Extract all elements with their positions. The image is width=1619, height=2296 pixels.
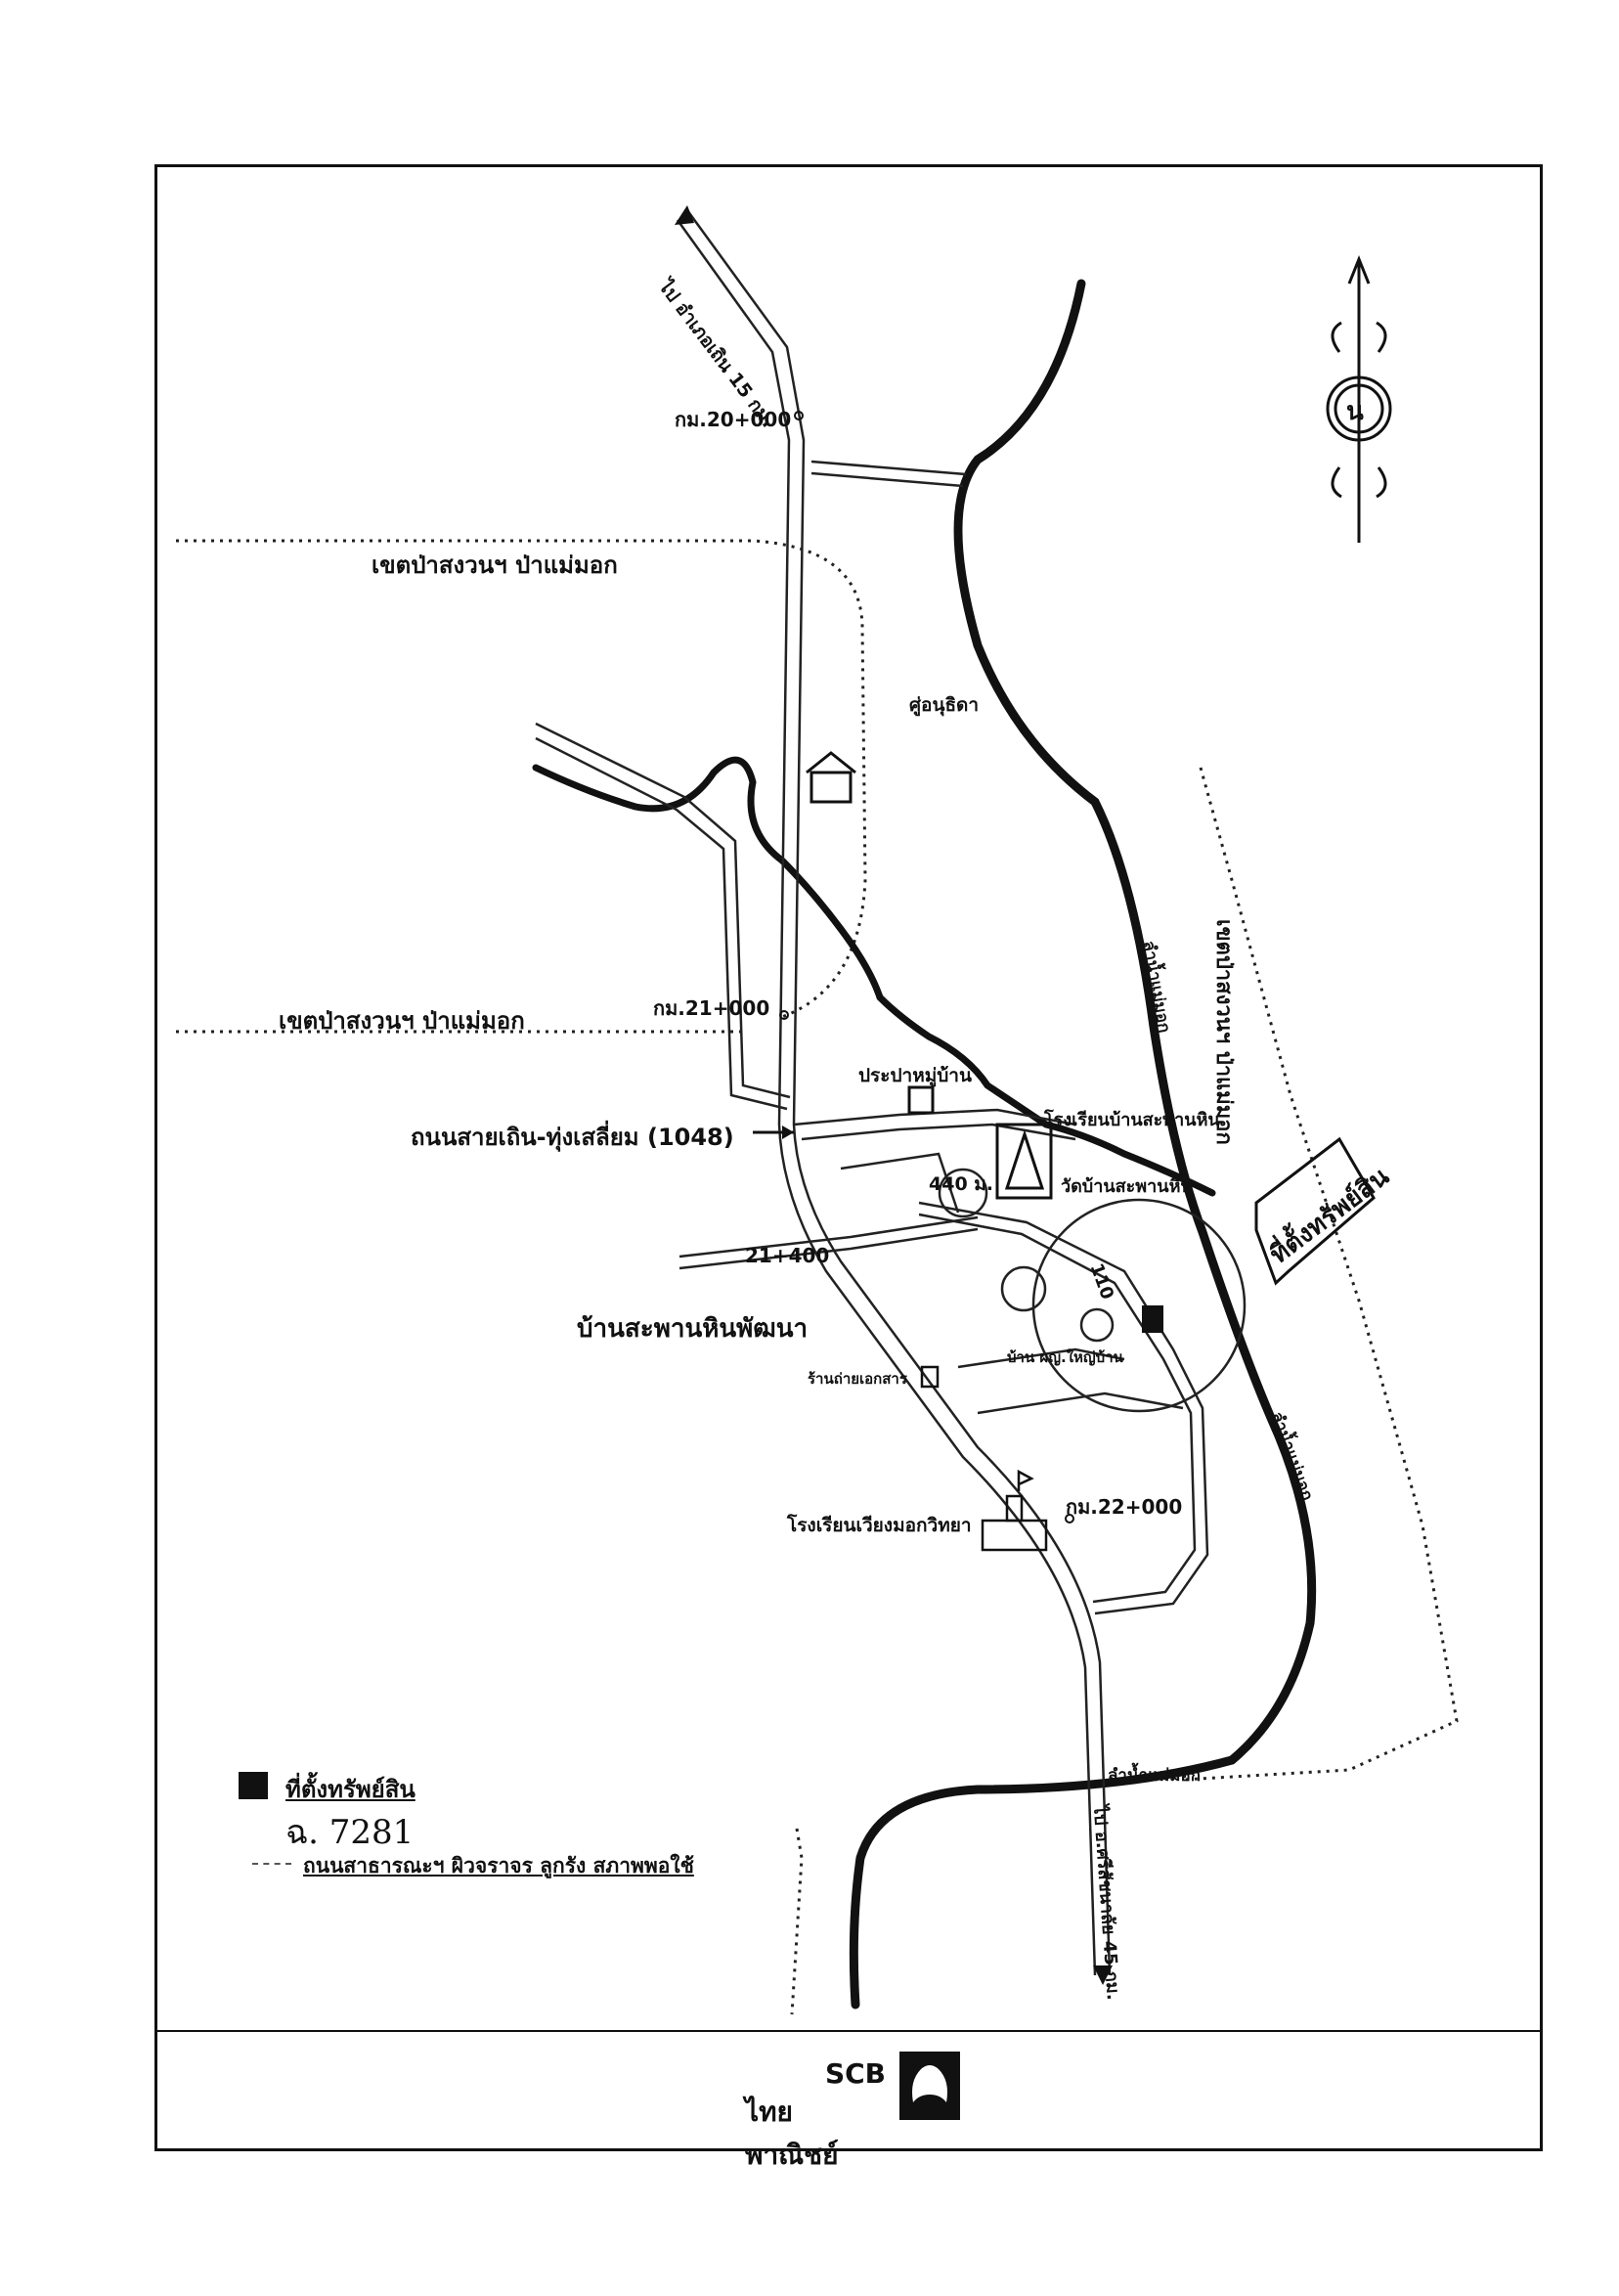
shop-icon	[920, 1365, 940, 1389]
label-pavilion: ศู่อนุธิดา	[909, 694, 980, 716]
label-km21: กม.21+000	[653, 996, 770, 1020]
south-arrow-head	[1093, 1965, 1113, 1985]
footer-divider	[154, 2030, 1543, 2032]
stream	[532, 756, 1216, 1197]
legend-property-icon	[239, 1772, 268, 1799]
school-icon	[981, 1469, 1048, 1552]
label-village-water: ประปาหมู่บ้าน	[858, 1065, 972, 1086]
label-temple: วัดบ้านสะพานหิน	[1061, 1176, 1193, 1197]
side-roads	[535, 460, 1209, 1615]
label-dist440: 440 ม.	[929, 1173, 994, 1195]
property-circle	[1031, 1198, 1247, 1413]
river-mae-mok	[849, 279, 1317, 2009]
pond-2	[1000, 1265, 1047, 1312]
label-km20: กม.20+000	[675, 408, 792, 431]
label-forest-mid: เขตป่าสงวนฯ ป่าแม่มอก	[279, 1007, 525, 1035]
property-marker-icon	[1142, 1305, 1163, 1333]
pond-3	[1079, 1307, 1115, 1343]
label-km21-400: 21+400	[745, 1244, 830, 1267]
label-road: ถนนสายเถิน-ทุ่งเสลี่ยม (1048)	[411, 1124, 734, 1151]
label-shop: ร้านถ่ายเอกสาร	[808, 1370, 907, 1388]
scb-logo-icon	[899, 2052, 960, 2120]
legend-property: ที่ตั้งทรัพย์สิน	[285, 1776, 416, 1803]
brand-thai: ไทยพาณิชย์	[745, 2096, 839, 2171]
map-frame	[154, 164, 1543, 2151]
temple-icon	[995, 1123, 1053, 1200]
scb-brand: SCB ไทยพาณิชย์	[745, 2052, 960, 2171]
label-km22: กม.22+000	[1066, 1495, 1183, 1519]
legend-road-line	[252, 1863, 291, 1865]
label-village: บ้านสะพานหินพัฒนา	[577, 1314, 809, 1344]
pavilion-icon	[810, 771, 853, 804]
label-school-bottom: โรงเรียนเวียงมอกวิทยา	[787, 1515, 972, 1536]
north-arrow-icon	[1326, 254, 1392, 543]
property-pointer-arrow	[1254, 1136, 1376, 1286]
label-house: บ้าน ผญ.ใหญ่บ้าน	[1007, 1348, 1123, 1366]
forest-boundary-top	[176, 539, 867, 1019]
label-school-top: โรงเรียนบ้านสะพานหิน	[1044, 1110, 1220, 1130]
legend-road-desc: ถนนสาธารณะฯ ผิวจราจร ลูกรัง สภาพพอใช้	[303, 1854, 694, 1877]
forest-boundary-bottom	[790, 1828, 804, 2015]
label-forest-right: เขตป่าสงวนฯ ป่าแม่มอก	[1211, 919, 1236, 1145]
legend-deed: ฉ. 7281	[285, 1813, 415, 1852]
north-mark: น	[1346, 397, 1364, 426]
north-arrow-head	[675, 205, 694, 225]
label-river-bottom: ลำน้ำแม่มอก	[1108, 1766, 1202, 1786]
brand-name: SCB	[824, 2057, 886, 2090]
pond-1	[938, 1168, 988, 1218]
main-road	[676, 209, 1112, 1976]
water-tank-icon	[907, 1085, 935, 1115]
label-forest-top: เขตป่าสงวนฯ ป่าแม่มอก	[372, 552, 618, 579]
